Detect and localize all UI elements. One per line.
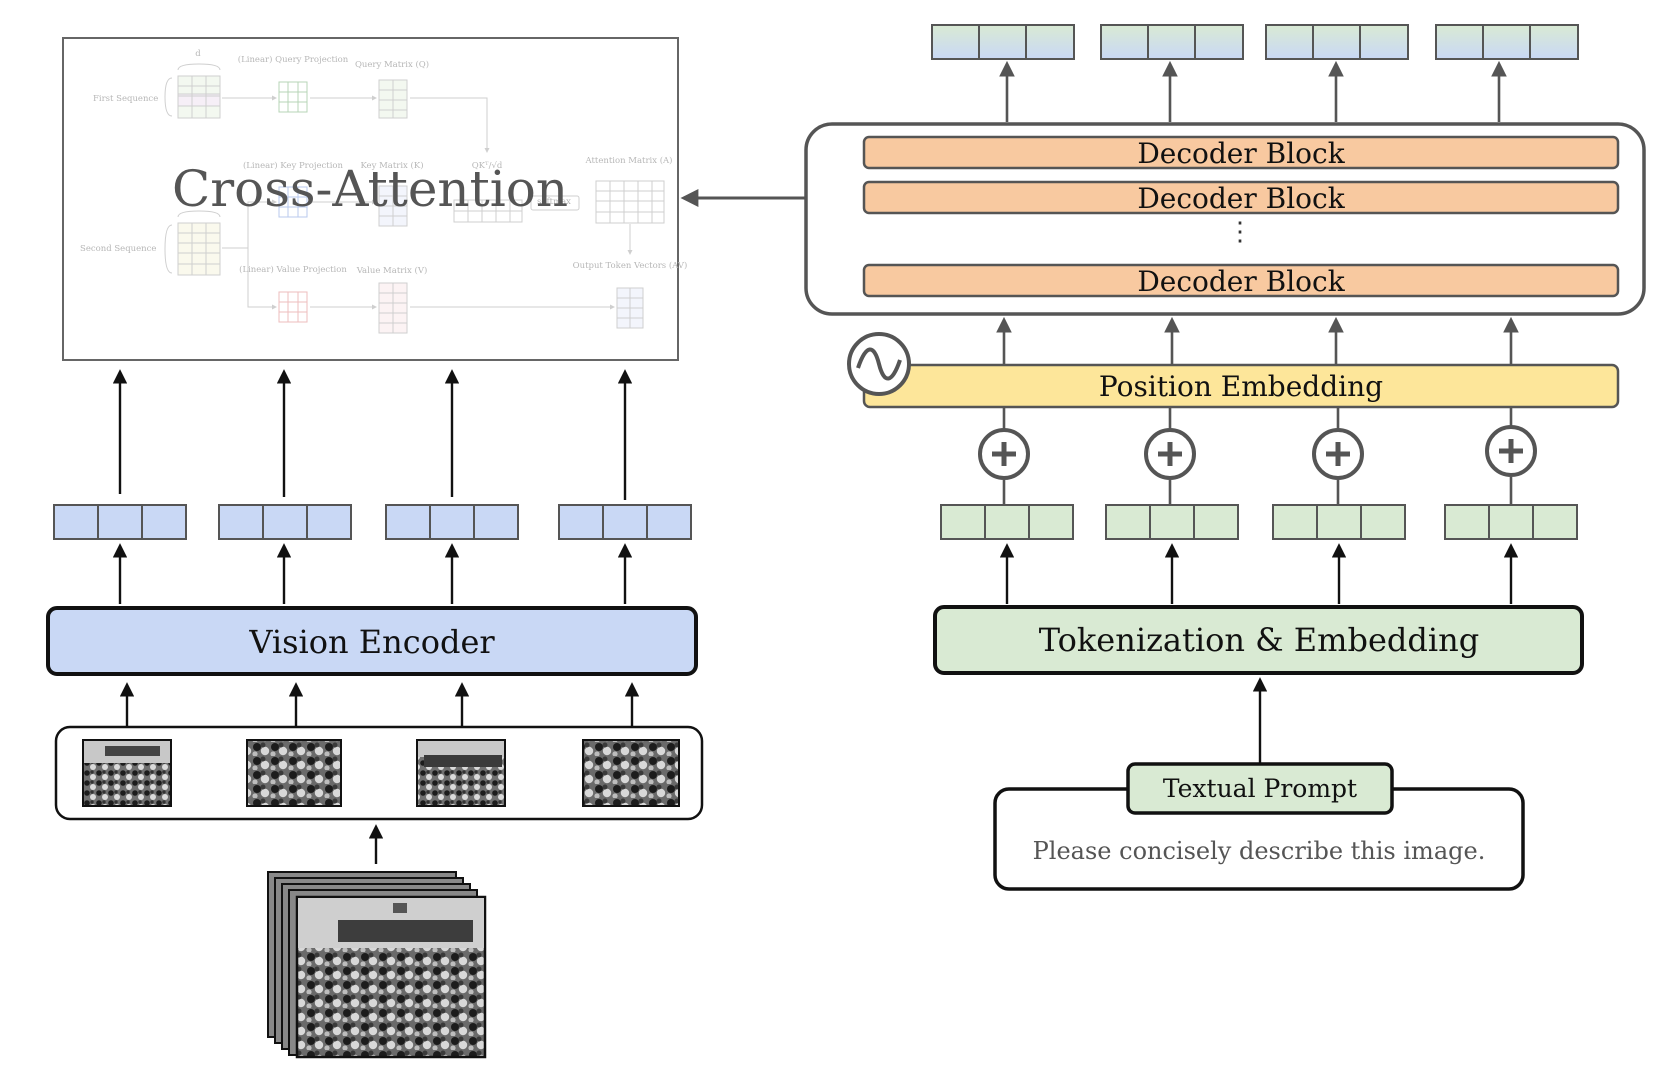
- vision-token: [385, 504, 519, 540]
- output-token-vectors: [931, 24, 1579, 60]
- key-matrix-label: Key Matrix (K): [360, 160, 423, 171]
- tokenizer-output-arrows: [999, 543, 1519, 763]
- tokenization-embedding-block: Tokenization & Embedding: [933, 605, 1584, 675]
- prompt-text: Please concisely describe this image.: [1033, 837, 1486, 865]
- decoder-block-label: Decoder Block: [1137, 182, 1345, 215]
- softmax-label: softmax: [537, 197, 571, 207]
- attention-matrix-label: Attention Matrix (A): [585, 155, 673, 166]
- text-token: [1444, 504, 1578, 540]
- cross-attention-panel: d First Sequence (Linear) Query Projecti…: [62, 37, 688, 361]
- tokenization-label: Tokenization & Embedding: [1039, 621, 1479, 659]
- decoder-stack: Decoder Block Decoder Block ⋮ Decoder Bl…: [804, 122, 1646, 316]
- query-projection-label: (Linear) Query Projection: [238, 54, 349, 65]
- plus-icon: [1312, 428, 1364, 480]
- decoder-output-arrows: [999, 60, 1507, 122]
- cross-attention-title: Cross-Attention: [172, 160, 568, 218]
- second-sequence-label: Second Sequence: [80, 244, 156, 254]
- decoder-block-label: Decoder Block: [1137, 137, 1345, 170]
- plus-icon: [1144, 428, 1196, 480]
- decoder-block: Decoder Block: [862, 135, 1620, 170]
- query-matrix-label: Query Matrix (Q): [355, 59, 429, 70]
- frame-thumbnail: [82, 739, 172, 807]
- vision-token: [53, 504, 187, 540]
- output-token: [1435, 24, 1579, 60]
- vision-encoder-label: Vision Encoder: [248, 623, 495, 661]
- first-sequence-label: First Sequence: [93, 94, 158, 104]
- output-token: [1100, 24, 1244, 60]
- attention-mechanism-illustration: d First Sequence (Linear) Query Projecti…: [80, 49, 688, 334]
- vision-arrows-up: [112, 369, 640, 864]
- qk-label: QKᵀ/√d: [472, 161, 503, 171]
- decoder-block-label: Decoder Block: [1137, 265, 1345, 298]
- key-projection-label: (Linear) Key Projection: [243, 160, 344, 171]
- video-frames-stack: [267, 871, 487, 1059]
- prompt-title: Textual Prompt: [1163, 774, 1357, 803]
- vision-token: [558, 504, 692, 540]
- decoder-ellipsis: ⋮: [1227, 217, 1253, 247]
- output-vectors-label: Output Token Vectors (AV): [573, 260, 688, 271]
- text-token: [1272, 504, 1406, 540]
- vision-encoder-block: Vision Encoder: [46, 606, 698, 676]
- position-embedding-label: Position Embedding: [1099, 370, 1383, 403]
- vision-token-vectors: [53, 504, 692, 540]
- plus-connectors: [1002, 408, 1513, 505]
- textual-prompt-box: Please concisely describe this image. Te…: [993, 762, 1525, 891]
- positional-add-nodes: [978, 425, 1537, 480]
- value-matrix-label: Value Matrix (V): [356, 265, 428, 276]
- frame-thumbnail: [246, 739, 342, 807]
- text-token-vectors: [940, 504, 1578, 540]
- position-embedding-block: Position Embedding: [847, 332, 1620, 409]
- value-projection-label: (Linear) Value Projection: [239, 264, 347, 275]
- video-frame-image: [295, 895, 487, 1059]
- text-token: [1105, 504, 1239, 540]
- frame-patches-container: [54, 725, 704, 821]
- output-token: [1265, 24, 1409, 60]
- frame-thumbnail: [416, 739, 506, 807]
- decoder-block: Decoder Block: [862, 263, 1620, 298]
- position-to-decoder-arrows: [996, 316, 1519, 365]
- vision-token: [218, 504, 352, 540]
- plus-icon: [978, 428, 1030, 480]
- sine-wave-icon: [847, 332, 911, 396]
- text-token: [940, 504, 1074, 540]
- frame-thumbnail: [582, 739, 680, 807]
- output-token: [931, 24, 1075, 60]
- plus-icon: [1485, 425, 1537, 477]
- decoder-block: Decoder Block: [862, 180, 1620, 215]
- d-label: d: [195, 49, 201, 59]
